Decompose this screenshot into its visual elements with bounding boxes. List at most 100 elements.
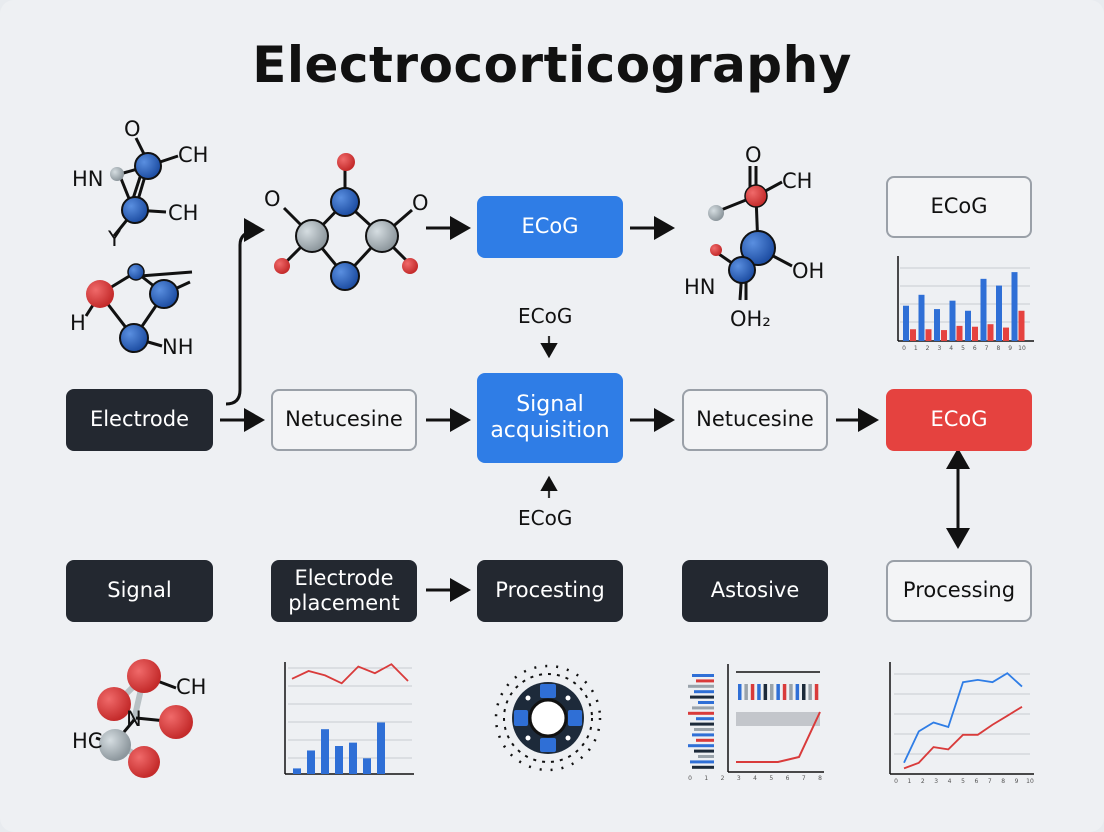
flow-arrows xyxy=(220,216,970,602)
chart-3-code-bar-9 xyxy=(795,684,800,700)
chart-3-strip-bar-13 xyxy=(688,744,714,748)
chart-2-bar-1 xyxy=(307,750,315,774)
arrow-electrode-up xyxy=(225,218,265,406)
chart-2-bar-4 xyxy=(349,742,357,774)
molecule-1: O CH HN CH Y xyxy=(72,117,208,251)
netucesine-left-box[interactable]: Netucesine xyxy=(271,389,417,451)
chart-3-tick-2: 2 xyxy=(721,775,725,782)
chart-1-tick-4: 4 xyxy=(949,345,953,352)
chart-3-code-bar-10 xyxy=(802,684,806,700)
chart-3-strip-bar-12 xyxy=(696,738,714,742)
chart-2-bar-5 xyxy=(363,758,371,774)
chart-3-code-bar-4 xyxy=(763,684,768,700)
chart-3-strip-bar-2 xyxy=(688,684,714,688)
chart-1-bar-red-3 xyxy=(956,325,963,341)
chart-3-tick-8: 8 xyxy=(818,775,822,782)
chart-1-tick-2: 2 xyxy=(926,345,930,352)
chart-4-tick-4: 4 xyxy=(948,778,952,785)
chart-3-strip-bar-11 xyxy=(692,733,714,737)
chart-2-bars xyxy=(293,722,385,774)
chart-1-tick-6: 6 xyxy=(973,345,977,352)
chart-3-strip-bar-6 xyxy=(692,706,714,710)
chart-1-bar-blue-0 xyxy=(903,305,909,341)
chart-3-strip-bar-3 xyxy=(694,690,714,694)
chart-1-bar-blue-4 xyxy=(965,310,971,341)
chart-3-code-bar-2 xyxy=(750,684,755,700)
electrode-placement-box[interactable]: Electrode placement xyxy=(271,560,417,622)
ecog-above-label: ECoG xyxy=(518,304,573,328)
chart-3-barcode xyxy=(738,684,819,700)
chart-1-bars xyxy=(903,272,1025,341)
chart-3-strip xyxy=(688,674,714,769)
molecule-2: H NH xyxy=(70,263,194,359)
chart-3-strip-bar-8 xyxy=(696,717,714,721)
signal-acquisition-box[interactable]: Signal acquisition xyxy=(477,373,623,463)
ecog-red-box[interactable]: ECoG xyxy=(886,389,1032,451)
chart-3-tick-5: 5 xyxy=(769,775,773,782)
chart-3-tick-7: 7 xyxy=(802,775,806,782)
chart-3-code-bar-11 xyxy=(808,684,812,700)
chart-3-strip-bar-15 xyxy=(698,755,714,758)
chart-1-tick-7: 7 xyxy=(985,345,989,352)
chart-3-code-bar-1 xyxy=(744,684,748,700)
chart-4-tick-9: 9 xyxy=(1015,778,1019,785)
chart-3-tick-0: 0 xyxy=(688,775,692,782)
netucesine-right-box[interactable]: Netucesine xyxy=(682,389,828,451)
chart-1-bar-blue-1 xyxy=(918,294,925,341)
chart-1-tick-10: 10 xyxy=(1018,345,1026,352)
chart-4-blue-line xyxy=(903,672,1023,764)
page-title: Electrocorticography xyxy=(252,36,852,94)
molecule-3: O O xyxy=(264,153,429,291)
chart-3-code-bar-3 xyxy=(757,684,761,700)
m3-o-left-label: O xyxy=(264,187,281,211)
chart-1-bar-blue-5 xyxy=(980,278,987,341)
procesting-box[interactable]: Procesting xyxy=(477,560,623,622)
chart-2-bar-0 xyxy=(293,768,301,774)
signal-box[interactable]: Signal xyxy=(66,560,213,622)
m2-h-label: H xyxy=(70,311,86,335)
chart-3-strip-bar-5 xyxy=(698,701,714,704)
chart-3-code-bar-5 xyxy=(770,684,774,700)
circular-sensor-icon xyxy=(494,664,602,772)
chart-4-tick-7: 7 xyxy=(988,778,992,785)
ecog-top-right-box[interactable]: ECoG xyxy=(886,176,1032,238)
chart-1-bar-blue-2 xyxy=(934,309,940,341)
m1-ch-bottom-label: CH xyxy=(168,201,198,225)
chart-1-bar-red-1 xyxy=(925,329,932,341)
chart-3-code-bar-0 xyxy=(738,684,742,700)
m1-o-label: O xyxy=(124,117,141,141)
m5-n-label: N xyxy=(126,707,142,731)
chart-1-tick-3: 3 xyxy=(937,345,941,352)
chart-3-strip-bar-4 xyxy=(690,695,714,699)
electrode-box[interactable]: Electrode xyxy=(66,389,213,451)
chart-4-tick-5: 5 xyxy=(961,778,965,785)
bar-line-chart-bottom xyxy=(284,662,414,775)
chart-1-bar-red-7 xyxy=(1018,310,1025,341)
m3-o-right-label: O xyxy=(412,191,429,215)
chart-4-tick-10: 10 xyxy=(1026,778,1034,785)
chart-3-tick-3: 3 xyxy=(737,775,741,782)
chart-1-tick-1: 1 xyxy=(914,345,918,352)
processing-box[interactable]: Processing xyxy=(886,560,1032,622)
m4-oh-label: OH xyxy=(792,259,824,283)
astosive-box[interactable]: Astosive xyxy=(682,560,828,622)
chart-3-strip-bar-17 xyxy=(692,765,714,769)
chart-3-code-bar-7 xyxy=(782,684,787,700)
chart-3-strip-bar-7 xyxy=(688,711,714,715)
ecog-top-box[interactable]: ECoG xyxy=(477,196,623,258)
chart-4-tick-0: 0 xyxy=(894,778,898,785)
chart-1-tick-0: 0 xyxy=(902,345,906,352)
chart-4-red-line xyxy=(903,706,1023,770)
chart-3-strip-bar-10 xyxy=(694,728,714,731)
chart-1-tick-8: 8 xyxy=(996,345,1000,352)
chart-1-bar-red-5 xyxy=(987,324,994,341)
m5-hc-label: HC xyxy=(72,729,102,753)
m4-o-label: O xyxy=(745,143,762,167)
